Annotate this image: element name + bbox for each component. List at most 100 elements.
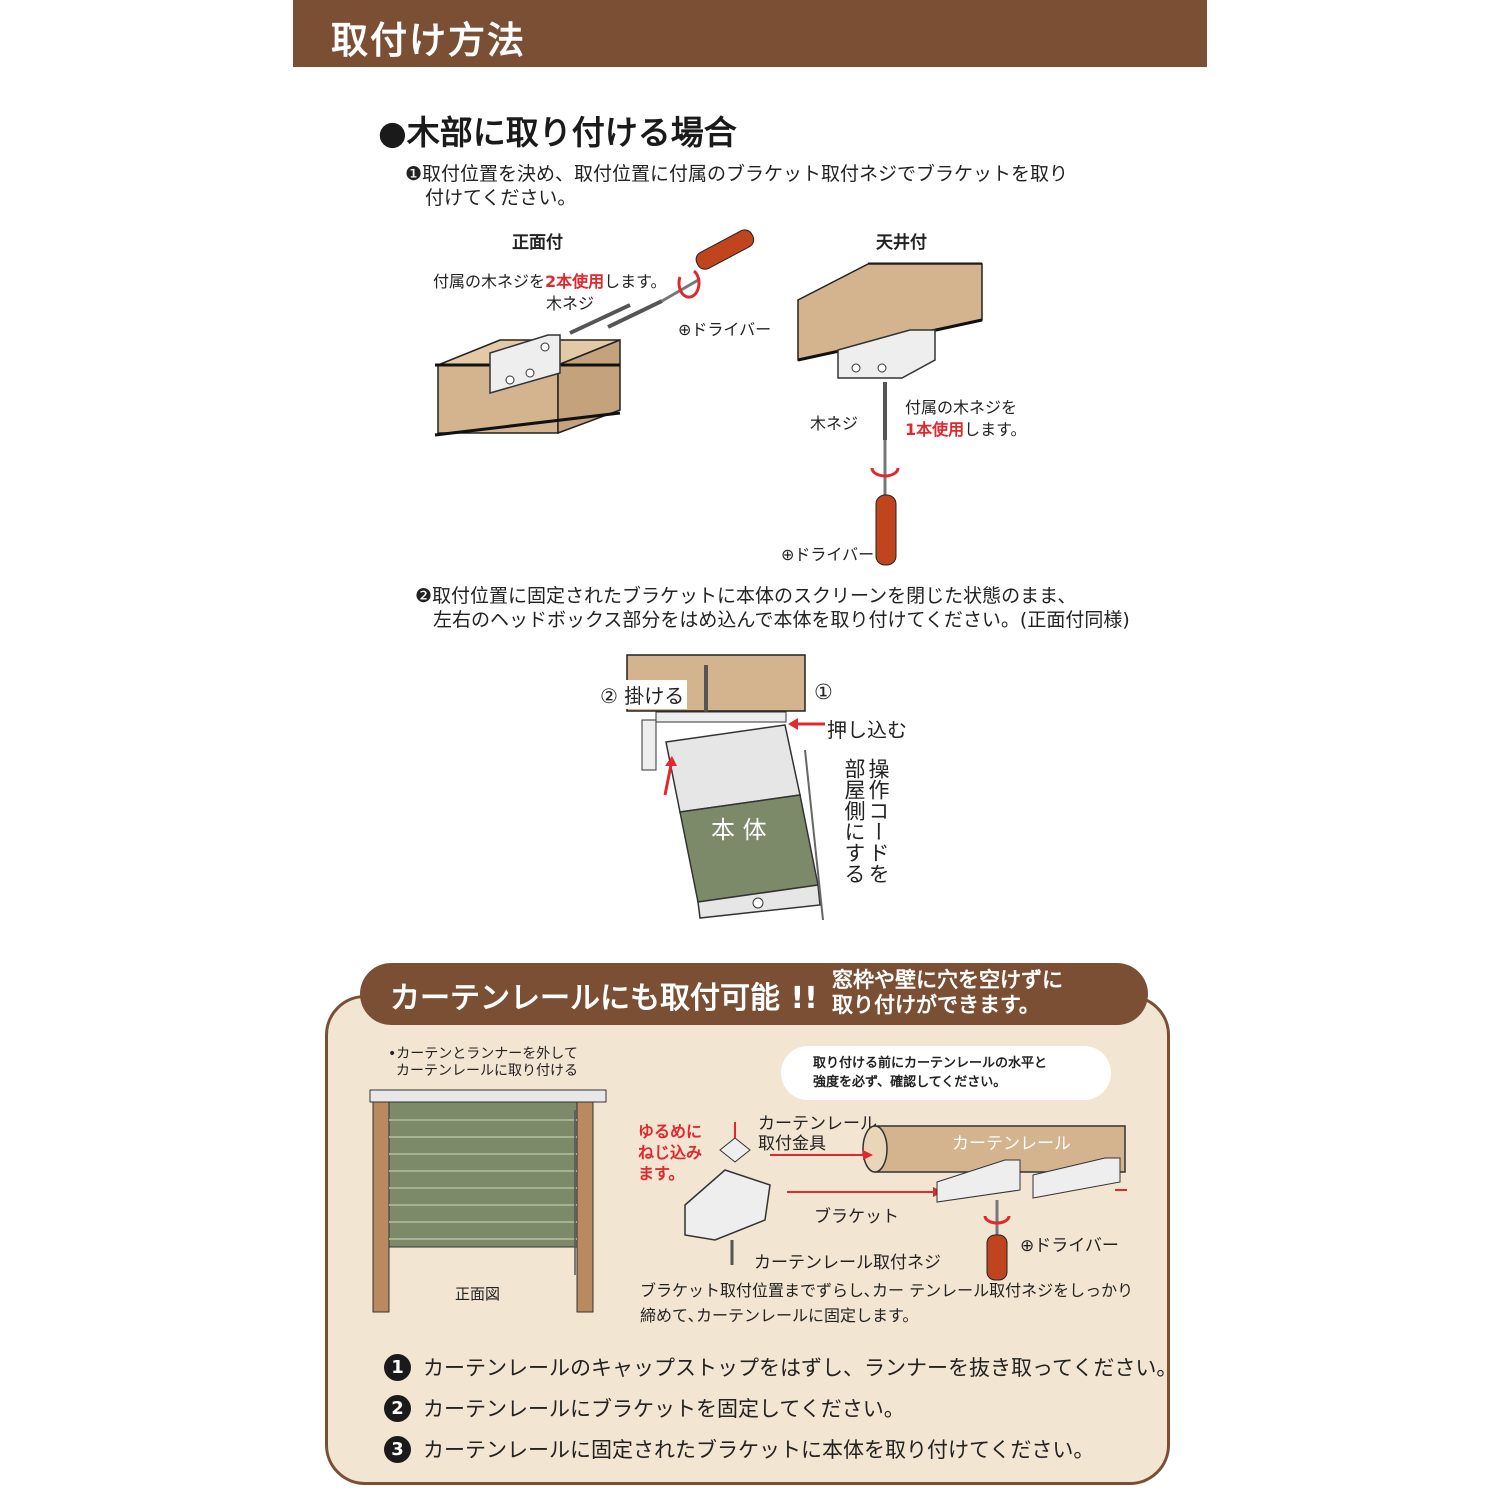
bracket-hole — [851, 363, 861, 373]
rotate-arrow — [870, 467, 900, 478]
ceiling-mount-note: 付属の木ネジを 1本使用します。 — [905, 397, 1027, 441]
mounted-bracket — [936, 1159, 1021, 1203]
curtain-banner — [360, 963, 1148, 1025]
bracket-hole — [877, 363, 887, 373]
step-number-2: 2 — [384, 1394, 411, 1422]
rail-screw-label: カーテンレール取付ネジ — [754, 1253, 941, 1273]
ceiling-mount-title: 天井付 — [876, 233, 927, 253]
ceiling-screw-label: 木ネジ — [810, 414, 859, 433]
pleat-lines — [389, 1119, 577, 1240]
window-frame-right — [576, 1101, 594, 1313]
cord-instruction: 操作コードを 部屋側にする — [842, 758, 890, 884]
step-text-1: カーテンレールのキャップストップをはずし、ランナーを抜き取ってください。 — [423, 1356, 1178, 1380]
front-mount-illustration — [434, 229, 755, 437]
front-note-suffix: します。 — [604, 272, 667, 291]
ceiling-driver-label: ⊕ドライバー — [781, 545, 875, 564]
bracket-top — [655, 711, 787, 723]
step1-line2: 付けてください。 — [425, 187, 577, 209]
bracket — [684, 1169, 771, 1241]
front-driver-label: ⊕ドライバー — [678, 320, 772, 339]
curtain-step-3: 3 カーテンレールに固定されたブラケットに本体を取り付けてください。 — [384, 1434, 1094, 1464]
wood-screw — [607, 299, 663, 329]
step-number-3: 3 — [384, 1435, 411, 1463]
wood-edge-bottom — [434, 411, 621, 437]
front-view-illustration — [369, 1089, 607, 1313]
curtain-step-2: 2 カーテンレールにブラケットを固定してください。 — [384, 1393, 905, 1423]
section-title-wood: ●木部に取り付ける場合 — [378, 113, 737, 152]
slide-line1: ブラケット取付位置までずらし､カー テンレール取付ネジをしっかり — [640, 1281, 1134, 1300]
wood-side — [557, 338, 621, 435]
curtain-step-1: 1 カーテンレールのキャップストップをはずし、ランナーを抜き取ってください。 — [384, 1352, 1177, 1382]
front-screw-label: 木ネジ — [546, 294, 595, 313]
slide-arrowhead — [863, 1150, 873, 1160]
slide-line2: 締めて､カーテンレールに固定します。 — [640, 1306, 919, 1325]
push-label: 押し込む — [827, 718, 907, 742]
left-note: •カーテンとランナーを外して カーテンレールに取り付ける — [388, 1046, 578, 1080]
window-frame-left — [372, 1101, 390, 1313]
bubble-line2: 強度を必ず、確認してください。 — [813, 1075, 1007, 1090]
mounted-bracket — [1032, 1157, 1121, 1199]
step1-line1: ❶取付位置を決め、取付位置に付属のブラケット取付ネジでブラケットを取り — [405, 163, 1069, 185]
front-mount-note: 付属の木ネジを2本使用します。 — [433, 268, 667, 292]
step2-instruction: ❷取付位置に固定されたブラケットに本体のスクリーンを閉じた状態のまま、 左右のヘ… — [415, 584, 1130, 632]
loose-line3: ます。 — [638, 1164, 685, 1183]
rail-fitting — [719, 1137, 751, 1163]
loose-line2: ねじ込み — [638, 1143, 703, 1162]
driver-handle — [695, 229, 755, 270]
loose-line1: ゆるめに — [638, 1122, 703, 1141]
bracket-hole — [525, 368, 535, 378]
body-label: 本 体 — [711, 816, 767, 844]
ceiling-note-emph: 1本使用 — [905, 420, 965, 439]
loose-note: ゆるめに ねじ込み ます。 — [638, 1121, 702, 1184]
caution-bubble: 取り付ける前にカーテンレールの水平と 強度を必ず、確認してください。 — [781, 1046, 1111, 1100]
step2-line2: 左右のヘッドボックス部分をはめ込んで本体を取り付けてください。(正面付同様) — [433, 609, 1130, 631]
screen-fabric — [388, 1101, 578, 1248]
step-number-1: 1 — [384, 1353, 411, 1381]
ceiling-wood — [797, 263, 983, 361]
front-view-label: 正面図 — [455, 1285, 501, 1303]
rail-label: カーテンレール — [952, 1134, 1071, 1154]
header-bar — [293, 0, 1207, 67]
ceiling-note-suffix: します。 — [964, 420, 1027, 439]
front-note-emph: 2本使用 — [545, 272, 605, 291]
left-note-line2: カーテンレールに取り付ける — [396, 1063, 578, 1079]
rotate-arrow — [677, 269, 701, 299]
rotate-arrow — [983, 1215, 1011, 1225]
ceiling-mount-illustration — [797, 262, 983, 566]
driver-handle — [986, 1234, 1008, 1281]
hang-label: ② 掛ける — [597, 680, 688, 709]
rail-end — [862, 1125, 888, 1173]
front-mount-title: 正面付 — [512, 233, 563, 253]
bracket-hole — [540, 342, 550, 352]
lift-arrowhead — [665, 756, 677, 766]
fitting-label: カーテンレール 取付金具 — [758, 1114, 877, 1154]
banner-sub-line2: 取り付けができます。 — [832, 993, 1040, 1017]
fitting-line1: カーテンレール — [758, 1114, 877, 1134]
bottom-rail-knob — [752, 897, 764, 909]
ceiling-note-line1: 付属の木ネジを — [905, 398, 1018, 417]
cord-col2: 部屋側にする — [842, 758, 866, 884]
left-note-line1: •カーテンとランナーを外して — [388, 1046, 578, 1062]
bracket-side — [641, 719, 657, 771]
wood-screw — [569, 303, 631, 335]
cord-col1: 操作コードを — [866, 758, 890, 884]
step-text-3: カーテンレールに固定されたブラケットに本体を取り付けてください。 — [423, 1438, 1095, 1462]
push-arrowhead — [788, 718, 798, 730]
hang-circle-one: ① — [814, 680, 833, 704]
rail-mount-illustration — [684, 1122, 1127, 1281]
curtain-banner-title: カーテンレールにも取付可能 !! — [390, 981, 818, 1016]
operation-cord — [804, 749, 824, 921]
step-text-2: カーテンレールにブラケットを固定してください。 — [423, 1397, 905, 1421]
curtain-banner-sub: 窓枠や壁に穴を空けずに 取り付けができます。 — [832, 968, 1063, 1018]
bubble-line1: 取り付ける前にカーテンレールの水平と — [813, 1056, 1048, 1071]
step2-line1: ❷取付位置に固定されたブラケットに本体のスクリーンを閉じた状態のまま、 — [415, 585, 1077, 607]
curtain-rail — [369, 1089, 607, 1103]
bracket-label: ブラケット — [814, 1207, 899, 1227]
step1-instruction: ❶取付位置を決め、取付位置に付属のブラケット取付ネジでブラケットを取り 付けてく… — [405, 162, 1068, 210]
fitting-line2: 取付金具 — [758, 1134, 826, 1154]
bracket-hole — [505, 375, 515, 385]
banner-sub-line1: 窓枠や壁に穴を空けずに — [832, 968, 1063, 992]
slide-instruction: ブラケット取付位置までずらし､カー テンレール取付ネジをしっかり 締めて､カーテ… — [640, 1278, 1133, 1328]
rail-driver-label: ⊕ドライバー — [1020, 1236, 1119, 1256]
bracket — [837, 329, 936, 379]
